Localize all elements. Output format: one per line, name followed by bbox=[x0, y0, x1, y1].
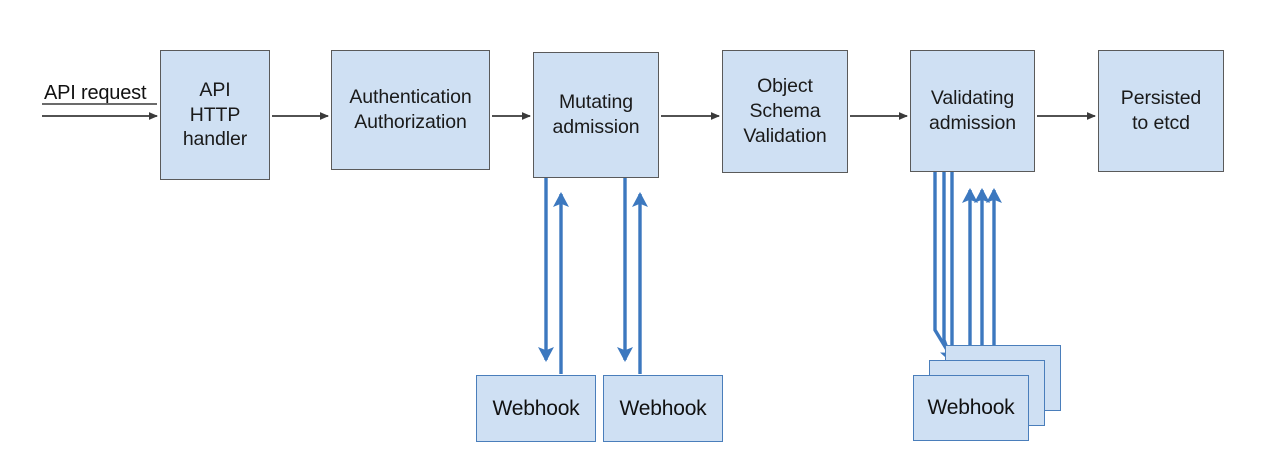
arrow-validating-to-webhook-2-down bbox=[940, 172, 956, 364]
webhook-label: Webhook bbox=[619, 396, 707, 420]
node-label: Persisted to etcd bbox=[1120, 87, 1202, 134]
node-label: Authentication Authorization bbox=[349, 86, 472, 133]
node-authentication-authorization[interactable]: Authentication Authorization bbox=[331, 50, 490, 170]
arrow-validating-to-webhook-3-down bbox=[945, 172, 962, 374]
node-label: API HTTP handler bbox=[182, 78, 248, 151]
node-mutating-webhook-2[interactable]: Webhook bbox=[603, 375, 723, 442]
node-object-schema-validation[interactable]: Object Schema Validation bbox=[722, 50, 848, 173]
node-mutating-webhook-1[interactable]: Webhook bbox=[476, 375, 596, 442]
node-api-http-handler[interactable]: API HTTP handler bbox=[160, 50, 270, 180]
node-persisted-to-etcd[interactable]: Persisted to etcd bbox=[1098, 50, 1224, 172]
webhook-label: Webhook bbox=[492, 396, 580, 420]
node-label: Object Schema Validation bbox=[743, 75, 827, 147]
node-validating-webhook-1[interactable]: Webhook bbox=[913, 375, 1029, 441]
node-label: Mutating admission bbox=[552, 91, 640, 138]
node-validating-admission[interactable]: Validating admission bbox=[910, 50, 1035, 172]
node-label: Validating admission bbox=[929, 87, 1016, 134]
arrow-validating-to-webhook-1-down bbox=[933, 172, 960, 370]
node-mutating-admission[interactable]: Mutating admission bbox=[533, 52, 659, 178]
api-request-label: API request bbox=[44, 82, 147, 104]
webhook-label: Webhook bbox=[927, 396, 1015, 419]
